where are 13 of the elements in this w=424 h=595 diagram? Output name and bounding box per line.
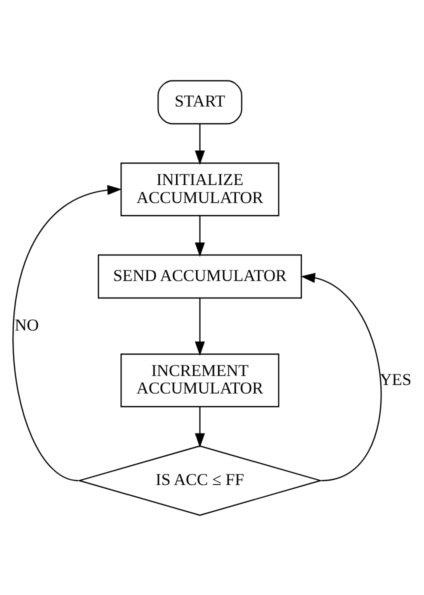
arrow <box>194 123 205 164</box>
node-box: INCREMENT ACCUMULATOR <box>120 353 280 407</box>
arrow <box>12 184 122 481</box>
arrow <box>194 298 205 356</box>
edge-label: YES <box>380 369 412 388</box>
node-diamond: IS ACC ≤ FF <box>77 444 323 516</box>
arrow <box>194 406 205 448</box>
arrow <box>194 216 205 256</box>
arrow <box>300 272 382 481</box>
node-box: SEND ACCUMULATOR <box>98 254 302 298</box>
edge-label: NO <box>14 314 39 334</box>
node-box: START <box>158 80 242 124</box>
node-box: INITIALIZE ACCUMULATOR <box>120 162 280 216</box>
